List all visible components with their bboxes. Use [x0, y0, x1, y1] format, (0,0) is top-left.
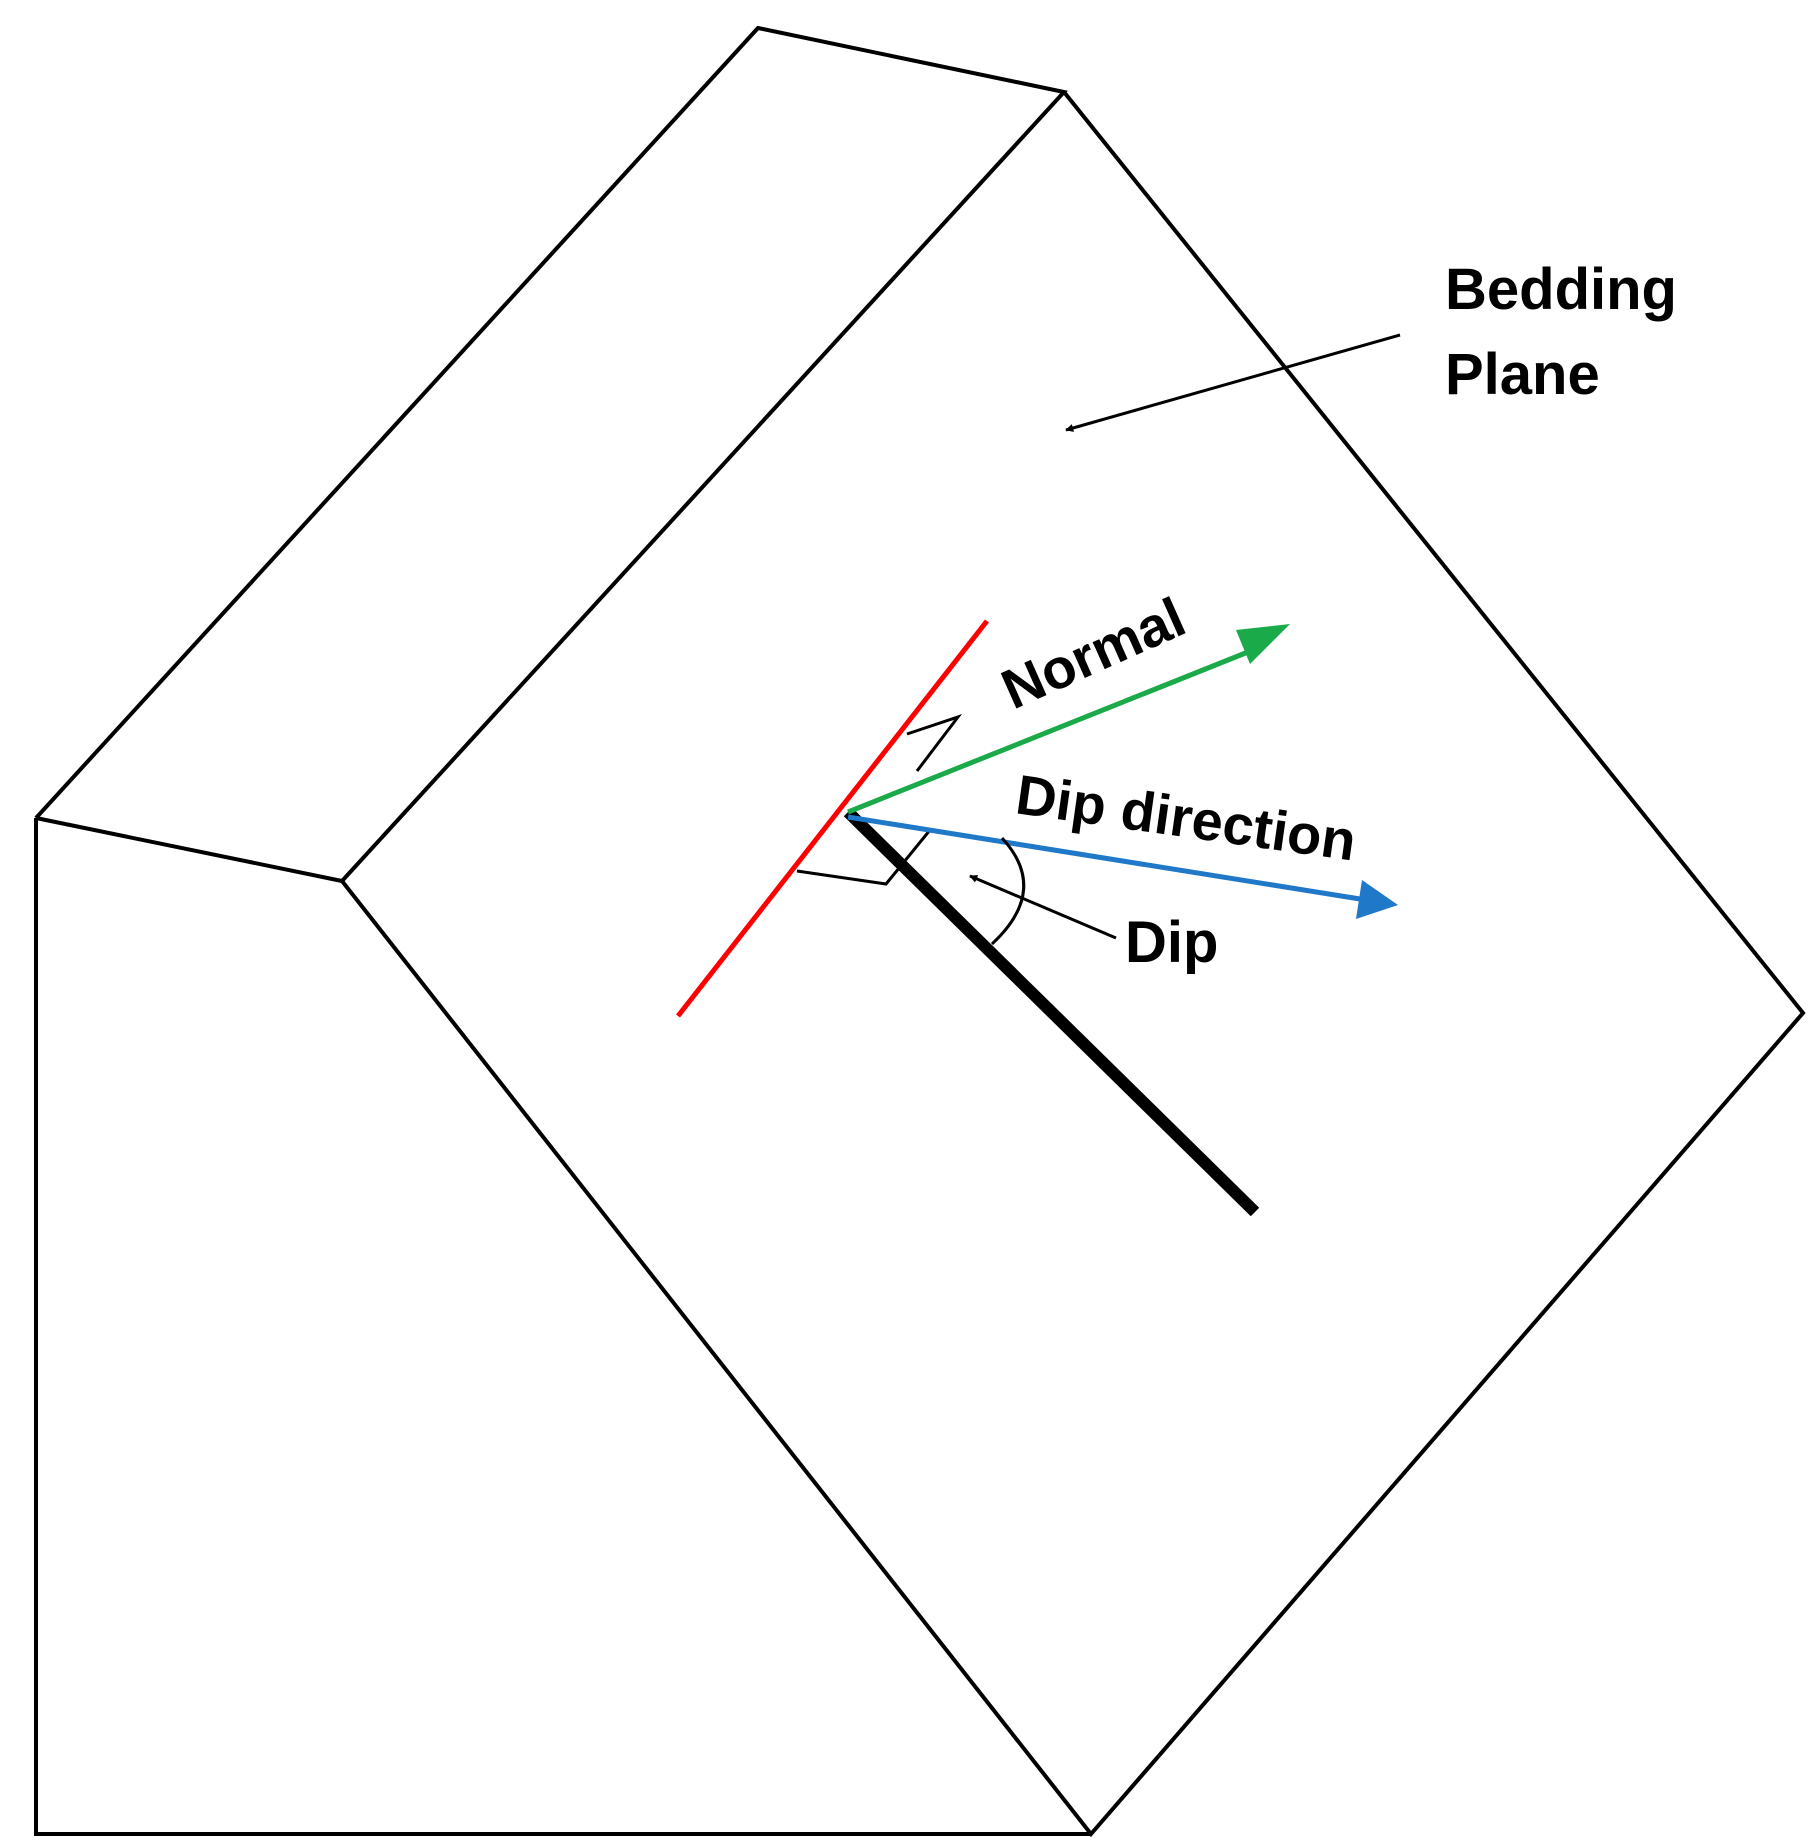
dip-direction-arrow-shaft: [847, 814, 1361, 902]
dip-direction-arrow-head: [1356, 880, 1398, 919]
bedding-plane-leader-arrow: [1065, 333, 1401, 432]
dip-angle-arc: [990, 836, 1026, 946]
block-side-face: [34, 818, 1091, 1836]
right-angle-marker-dip: [796, 829, 932, 886]
right-angle-marker-normal: [906, 714, 963, 772]
normal-arrow: [847, 624, 1290, 815]
dip-label: Dip: [1125, 910, 1218, 975]
block-bedding-face: [340, 90, 1806, 1838]
dip-direction-label: Dip direction: [1012, 762, 1360, 872]
dip-line: [843, 807, 1260, 1217]
bedding-plane-label: Bedding Plane: [1445, 257, 1677, 407]
dip-leader-arrow: [969, 874, 1117, 940]
bedding-plane-label-line2: Plane: [1445, 342, 1600, 407]
rock-block-outline: [34, 25, 1806, 1838]
dip-direction-arrow: [847, 814, 1398, 919]
block-top-face: [34, 25, 1068, 884]
normal-arrow-head: [1236, 624, 1290, 664]
strike-line: [676, 619, 989, 1018]
bedding-plane-label-line1: Bedding: [1445, 257, 1677, 322]
normal-label: Normal: [992, 585, 1194, 721]
normal-arrow-shaft: [847, 645, 1259, 815]
